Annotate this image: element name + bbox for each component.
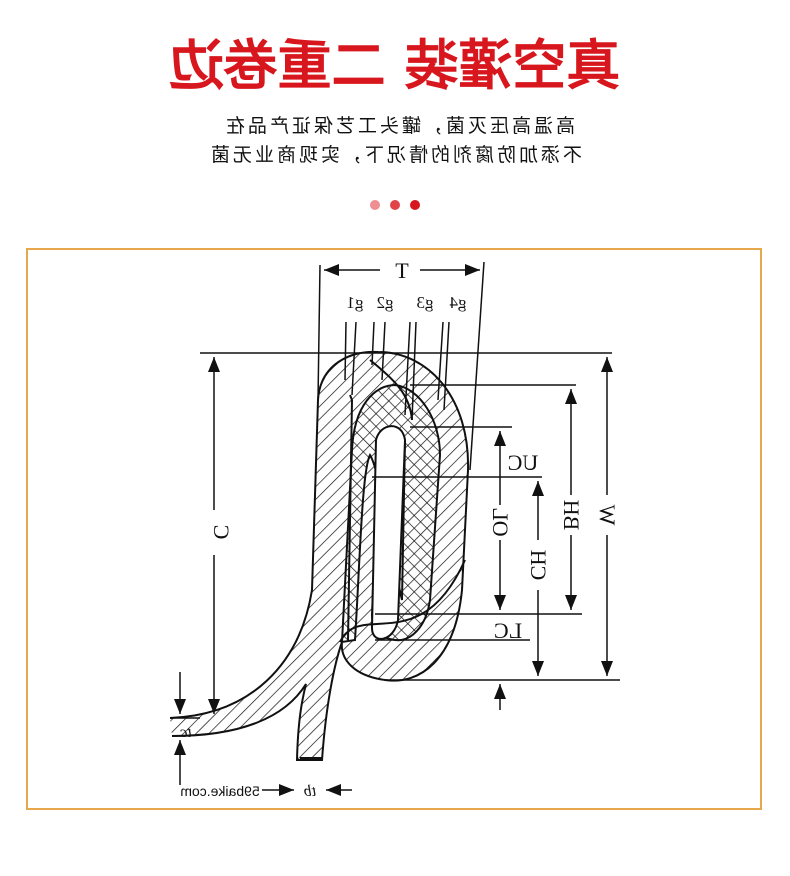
diagram-frame [26,248,762,810]
watermark: 59baike.com [180,783,259,799]
label-OL: OL [488,507,513,536]
label-g1: g1 [347,293,364,312]
label-LC: LC [494,618,522,643]
label-g3: g3 [417,293,434,312]
label-tb: tb [304,783,316,800]
decor-dot [390,200,400,210]
label-tc: tc [180,724,192,741]
label-W: W [595,504,620,525]
label-BH: BH [559,500,584,531]
label-C: C [209,525,234,540]
label-g2: g2 [377,293,394,312]
label-g4: g4 [449,293,467,312]
seam-void [370,425,407,640]
decor-dot [370,200,380,210]
decor-dot [410,200,420,210]
label-CH: CH [526,550,551,581]
label-T: T [395,258,409,283]
label-UC: UC [508,450,539,475]
